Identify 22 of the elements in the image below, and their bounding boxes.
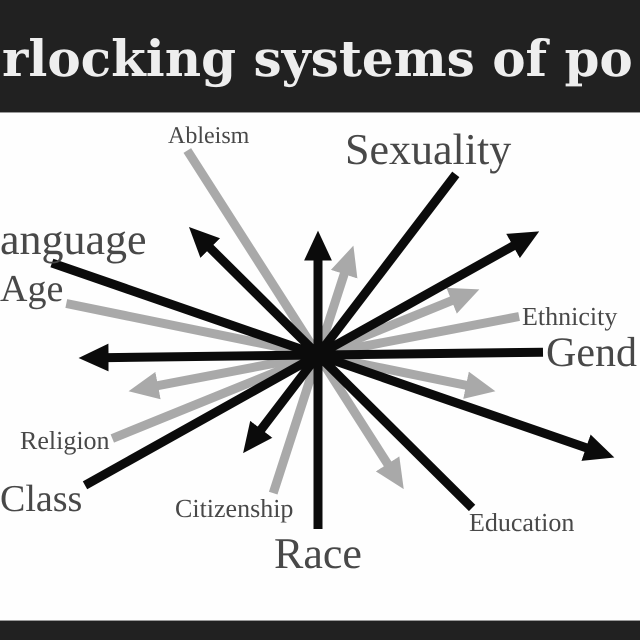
arrow: [304, 230, 332, 529]
arrow: [110, 288, 480, 443]
category-label: Religion: [20, 428, 110, 454]
arrow: [82, 231, 540, 490]
category-label: Race: [274, 532, 362, 576]
category-label: Citizenship: [175, 496, 294, 522]
arrow: [243, 172, 460, 454]
category-label: Gend: [546, 332, 637, 374]
category-label: Education: [469, 510, 574, 536]
category-label: Ethnicity: [522, 304, 618, 330]
category-label: Ableism: [168, 124, 250, 148]
category-label: Age: [0, 270, 64, 308]
arrow: [50, 258, 614, 461]
arrow: [268, 246, 358, 494]
arrow: [78, 344, 544, 372]
arrow: [128, 312, 520, 400]
arrow: [65, 299, 496, 399]
arrow: [184, 148, 404, 490]
category-label: Sexuality: [345, 128, 512, 172]
category-label: anguage: [0, 218, 147, 262]
category-label: Class: [0, 480, 82, 518]
arrow: [189, 227, 476, 512]
